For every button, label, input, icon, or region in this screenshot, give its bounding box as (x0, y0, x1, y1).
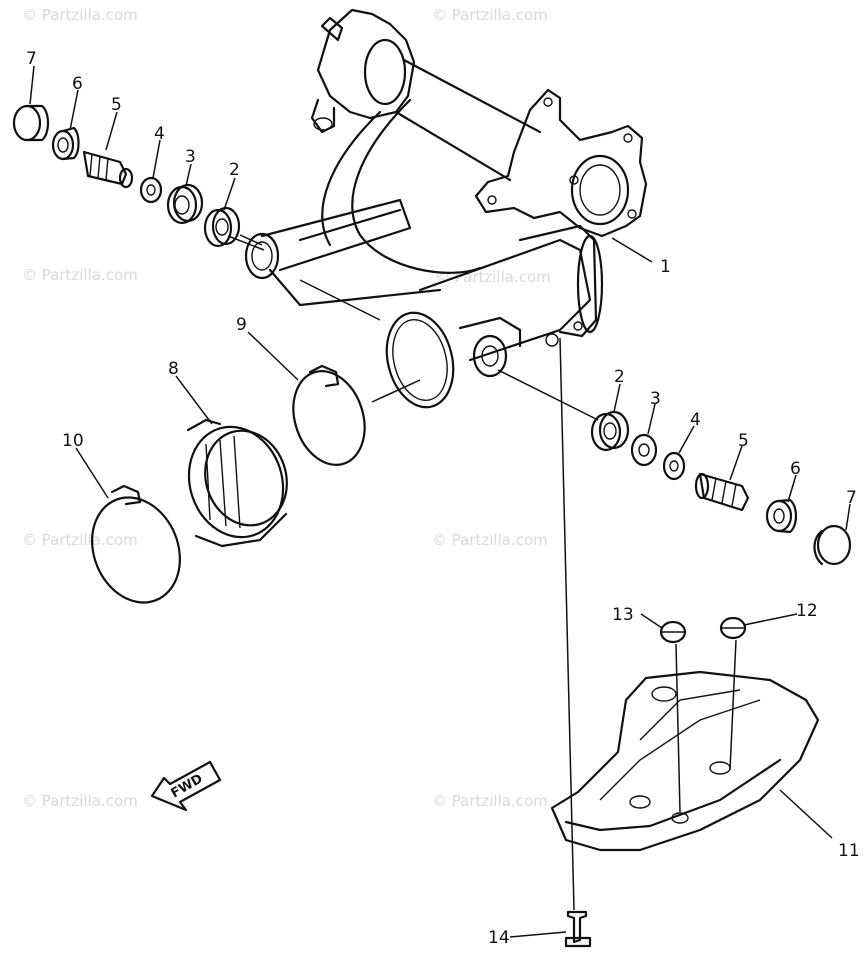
guard-plate-part-11 (550, 616, 820, 948)
callout-1: 1 (660, 257, 671, 277)
callout-3-right: 3 (650, 389, 661, 409)
watermark: © Partzilla.com (432, 792, 548, 810)
callout-10: 10 (62, 431, 84, 451)
left-bearing-stack (12, 104, 241, 248)
callout-4-right: 4 (690, 410, 701, 430)
callout-4-left: 4 (154, 124, 165, 144)
callout-9: 9 (236, 315, 247, 335)
watermark-group: © Partzilla.com © Partzilla.com © Partzi… (22, 6, 551, 810)
rear-arm-part-1 (244, 8, 648, 378)
watermark: © Partzilla.com (22, 531, 138, 549)
watermark: © Partzilla.com (432, 6, 548, 24)
callout-14: 14 (488, 928, 510, 948)
fwd-arrow-icon: FWD (150, 760, 222, 812)
watermark: © Partzilla.com (22, 266, 138, 284)
callout-numbers: 7 6 5 4 3 2 1 2 3 4 5 6 7 9 8 10 13 12 1… (26, 49, 860, 948)
watermark: © Partzilla.com (432, 531, 548, 549)
callout-6-left: 6 (72, 74, 83, 94)
callout-2-right: 2 (614, 367, 625, 387)
callout-8: 8 (168, 359, 179, 379)
callout-3-left: 3 (185, 147, 196, 167)
leader-lines (29, 65, 851, 938)
callout-2-left: 2 (229, 160, 240, 180)
boot-and-clamps (91, 311, 455, 604)
right-bearing-stack (590, 410, 852, 566)
watermark: © Partzilla.com (435, 268, 551, 286)
watermark: © Partzilla.com (22, 6, 138, 24)
callout-5-left: 5 (111, 95, 122, 115)
callout-6-right: 6 (790, 459, 801, 479)
watermark: © Partzilla.com (22, 792, 138, 810)
callout-7-right: 7 (846, 488, 857, 508)
callout-11: 11 (838, 841, 860, 861)
callout-12: 12 (796, 601, 818, 621)
callout-5-right: 5 (738, 431, 749, 451)
callout-7-left: 7 (26, 49, 37, 69)
callout-13: 13 (612, 605, 634, 625)
